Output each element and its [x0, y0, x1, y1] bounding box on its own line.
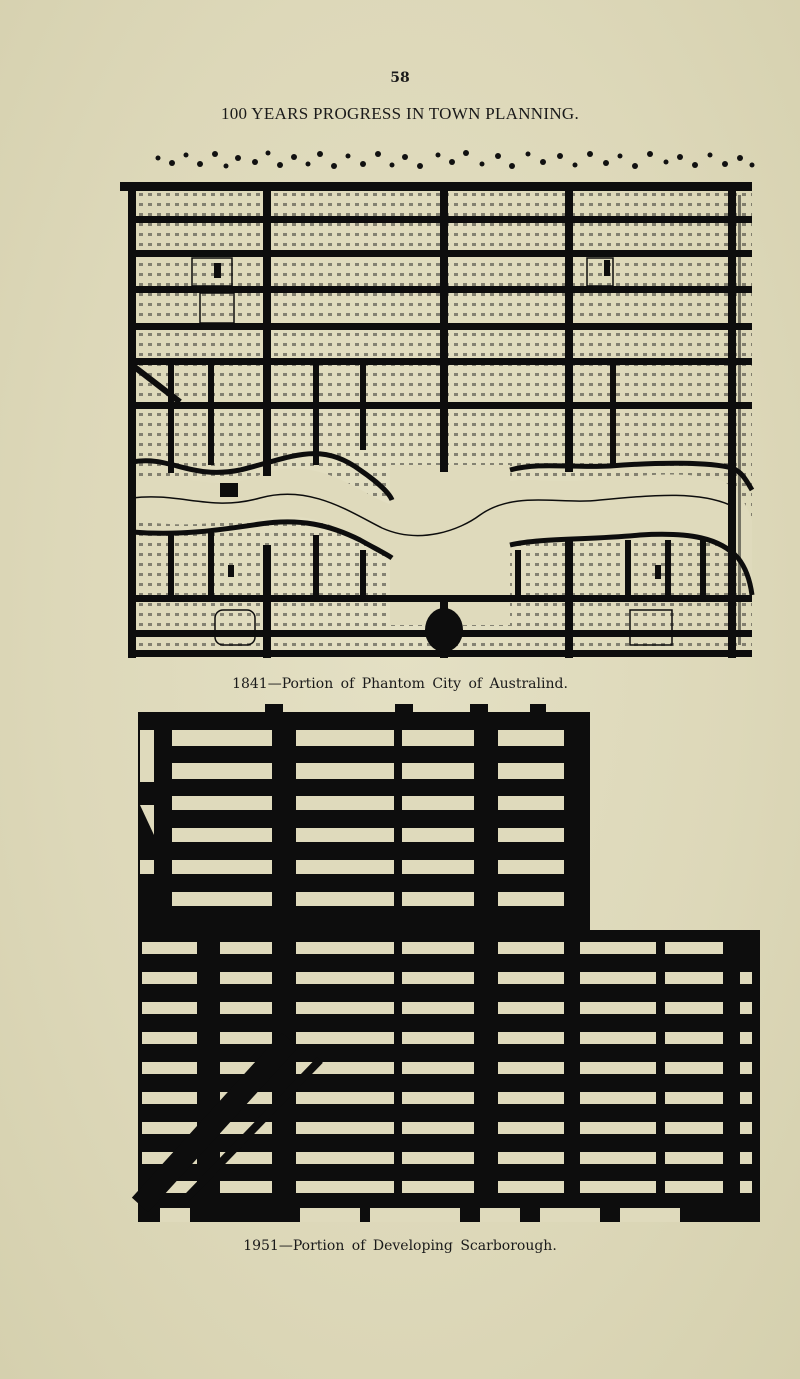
scarborough-map-figure [120, 700, 770, 1230]
lot-rows-upper [140, 730, 564, 906]
figure-caption-scarborough: 1951—Portion of Developing Scarborough. [243, 1238, 557, 1254]
lot-rows-lower [142, 942, 754, 1222]
circular-plaza [425, 608, 463, 652]
australind-map-figure [120, 140, 760, 665]
running-title: 100 YEARS PROGRESS IN TOWN PLANNING. [220, 104, 580, 123]
tree-row [155, 150, 755, 169]
figure-caption-australind: 1841—Portion of Phantom City of Australi… [232, 676, 568, 692]
diagonal-road [131, 1032, 323, 1213]
page-number: 58 [390, 70, 410, 86]
scarborough-map [131, 704, 760, 1222]
australind-map [120, 150, 755, 658]
